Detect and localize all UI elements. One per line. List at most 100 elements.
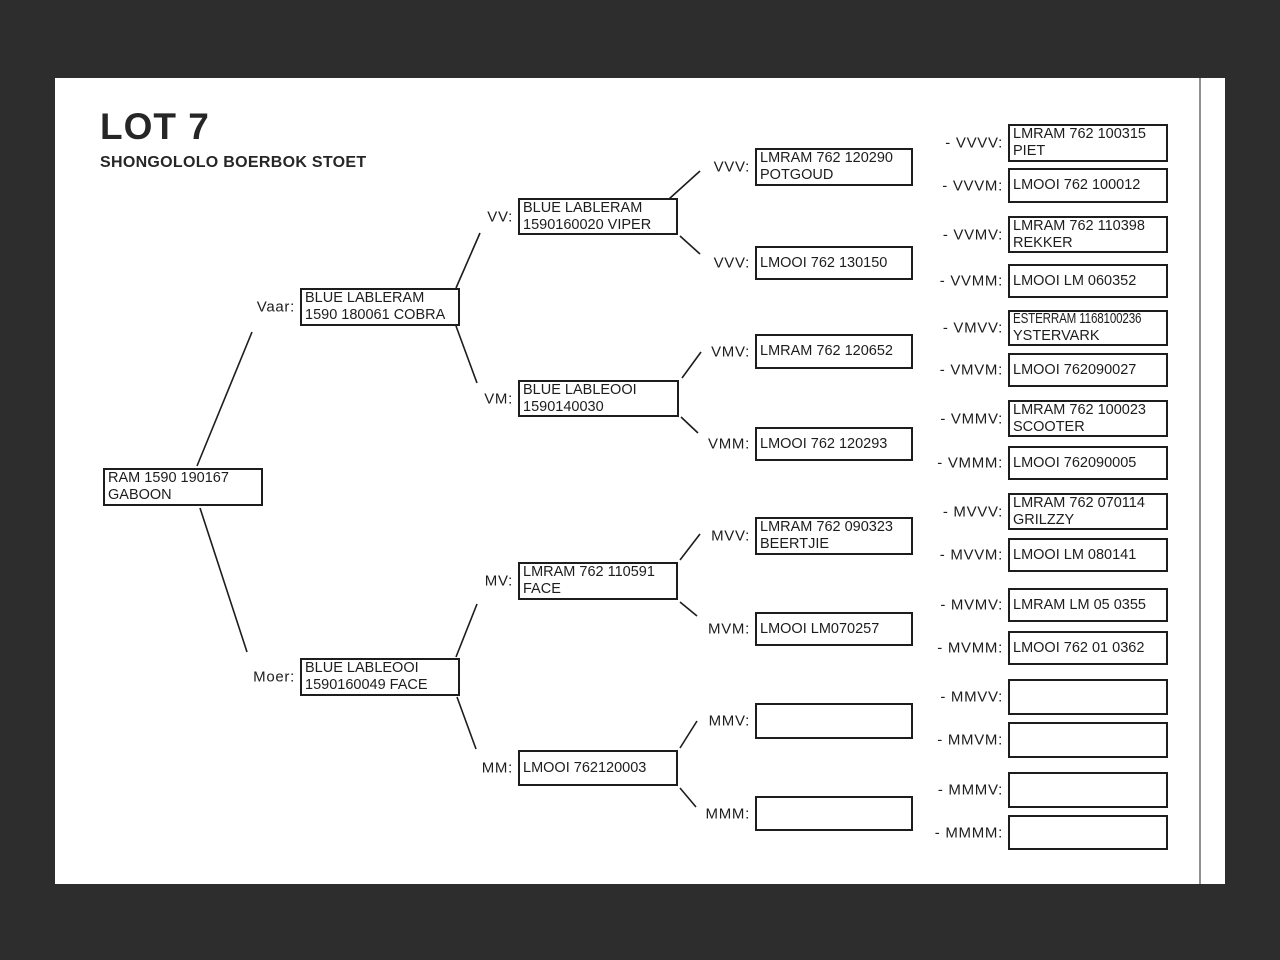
node-text-line: LMRAM 762 110591 (523, 564, 655, 580)
node-text-line: LMRAM 762 100023 (1013, 401, 1146, 418)
node-label: - VVMM: (939, 272, 1003, 290)
node-box: LMOOI 762 100012 (1008, 168, 1168, 203)
node-text-line: POTGOUD (760, 167, 834, 183)
node-box: LMOOI LM 060352 (1008, 264, 1168, 298)
node-label: - VVVM: (942, 177, 1003, 194)
node-label: - VVMV: (942, 226, 1003, 243)
node-box (1008, 815, 1168, 850)
node-box: LMRAM 762 070114 GRILZZY (1008, 493, 1168, 530)
node-label: - MMMV: (937, 781, 1003, 799)
pedigree-node-vmmv: - VMMV: LMRAM 762 100023 SCOOTER (940, 400, 1168, 437)
node-text-line: SCOOTER (1013, 418, 1085, 435)
pedigree-node-vm: VM: BLUE LABLEOOI 1590140030 (484, 380, 679, 417)
node-box: LMOOI LM070257 (755, 612, 913, 646)
pedigree-node-vvmv: - VVMV: LMRAM 762 110398 REKKER (943, 216, 1168, 253)
pedigree-node-mmmv: - MMMV: (938, 772, 1168, 808)
node-box: BLUE LABLEOOI 1590140030 (518, 380, 679, 417)
node-text-line: LMRAM 762 090323 (760, 519, 893, 535)
node-box: LMOOI LM 080141 (1008, 538, 1168, 572)
node-text-line: 1590160020 VIPER (523, 216, 652, 233)
node-text-line: BLUE LABLEOOI (523, 381, 637, 398)
pedigree-node-mv: MV: LMRAM 762 110591 FACE (485, 562, 678, 600)
node-text-line: LMRAM 762 070114 (1013, 494, 1145, 511)
node-text-line: LMOOI LM 080141 (1013, 546, 1137, 563)
pedigree-node-mvmm: - MVMM: LMOOI 762 01 0362 (937, 631, 1168, 665)
node-box: BLUE LABLERAM 1590160020 VIPER (518, 198, 678, 235)
pedigree-node-mvv: MVV: LMRAM 762 090323 BEERTJIE (711, 517, 913, 555)
pedigree-node-vmv: VMV: LMRAM 762 120652 (711, 334, 913, 369)
node-label: VVV: (713, 254, 750, 272)
node-label: - MVVV: (942, 503, 1003, 520)
node-label: - MVMV: (940, 596, 1003, 614)
node-box: LMRAM 762 120652 (755, 334, 913, 369)
node-box (755, 796, 913, 831)
node-label: VM: (484, 390, 513, 407)
pedigree-node-mmm: MMM: (706, 796, 913, 831)
pedigree-node-vvvm: - VVVM: LMOOI 762 100012 (942, 168, 1168, 203)
pedigree-node-vvvv: - VVVV: LMRAM 762 100315 PIET (945, 124, 1168, 162)
pedigree-node-mm: MM: LMOOI 762120003 (482, 750, 678, 786)
node-label: VV: (487, 208, 513, 225)
pedigree-node-vv: VV: BLUE LABLERAM 1590160020 VIPER (487, 198, 678, 235)
node-box: LMOOI 762090027 (1008, 353, 1168, 387)
node-text-line: ESTERRAM 1168100236 (1013, 311, 1142, 327)
node-text-line: RAM 1590 190167 (108, 470, 229, 486)
pedigree-node-mmvm: - MMVM: (937, 722, 1168, 758)
node-label: - MVMM: (937, 639, 1003, 657)
node-text-line: YSTERVARK (1013, 328, 1100, 344)
node-box: LMOOI 762120003 (518, 750, 678, 786)
pedigree-node-vvmm: - VVMM: LMOOI LM 060352 (940, 264, 1168, 298)
node-label: - MVVM: (939, 546, 1003, 564)
node-box: ESTERRAM 1168100236 YSTERVARK (1008, 310, 1168, 346)
pedigree-node-mmvv: - MMVV: (940, 679, 1168, 715)
node-text-line: LMOOI LM 060352 (1013, 272, 1137, 289)
pedigree-node-vvv: VVV: LMRAM 762 120290 POTGOUD (714, 148, 913, 186)
node-label: - MMVV: (940, 688, 1003, 706)
node-text-line: BLUE LABLEOOI (305, 660, 419, 676)
node-box (1008, 722, 1168, 758)
node-text-line: LMRAM 762 120290 (760, 150, 893, 166)
node-text-line: LMRAM LM 05 0355 (1013, 596, 1146, 613)
node-box: LMRAM 762 120290 POTGOUD (755, 148, 913, 186)
node-text-line: BLUE LABLERAM (523, 199, 643, 216)
pedigree-node-moer: Moer: BLUE LABLEOOI 1590160049 FACE (253, 658, 460, 696)
node-text-line: LMOOI 762090005 (1013, 454, 1137, 471)
node-text-line: REKKER (1013, 234, 1073, 251)
node-box: BLUE LABLERAM 1590 180061 COBRA (300, 288, 460, 326)
node-label: - VMVV: (942, 319, 1003, 337)
node-box: LMRAM 762 110398 REKKER (1008, 216, 1168, 253)
node-label: MMV: (708, 712, 750, 730)
node-label: VVV: (713, 158, 750, 176)
node-text-line: BEERTJIE (760, 536, 830, 552)
node-label: Vaar: (256, 298, 295, 316)
node-text-line: LMRAM 762 100315 (1013, 126, 1146, 142)
pedigree-node-mmv: MMV: (709, 703, 913, 739)
node-box: LMRAM 762 110591 FACE (518, 562, 678, 600)
node-text-line: FACE (523, 581, 561, 597)
node-label: MV: (484, 572, 513, 590)
node-box: LMOOI 762 01 0362 (1008, 631, 1168, 665)
pedigree-node-mvmv: - MVMV: LMRAM LM 05 0355 (940, 588, 1168, 622)
node-label: MVV: (711, 527, 750, 545)
node-text-line: 1590 180061 COBRA (305, 307, 446, 323)
node-box: LMOOI 762 120293 (755, 427, 913, 461)
pedigree-connector-lines (196, 170, 702, 808)
node-label: MM: (481, 759, 513, 777)
node-box: RAM 1590 190167 GABOON (103, 468, 263, 506)
node-box: LMRAM 762 100315 PIET (1008, 124, 1168, 162)
node-box: LMRAM LM 05 0355 (1008, 588, 1168, 622)
node-label: MVM: (708, 620, 750, 638)
pedigree-node-mvvv: - MVVV: LMRAM 762 070114 GRILZZY (943, 493, 1168, 530)
node-text-line: GRILZZY (1013, 511, 1075, 528)
node-text-line: LMOOI 762 100012 (1013, 177, 1141, 193)
pedigree-node-subject: RAM 1590 190167 GABOON (103, 468, 263, 506)
pedigree-node-vaar: Vaar: BLUE LABLERAM 1590 180061 COBRA (257, 288, 460, 326)
stud-name: SHONGOLOLO BOERBOK STOET (100, 154, 367, 171)
node-text-line: LMOOI LM070257 (760, 620, 880, 637)
node-label: - VMVM: (939, 361, 1003, 379)
node-box (1008, 679, 1168, 715)
pedigree-node-mvvm: - MVVM: LMOOI LM 080141 (940, 538, 1168, 572)
node-label: - MMVM: (937, 731, 1003, 749)
node-text-line: PIET (1013, 143, 1046, 159)
